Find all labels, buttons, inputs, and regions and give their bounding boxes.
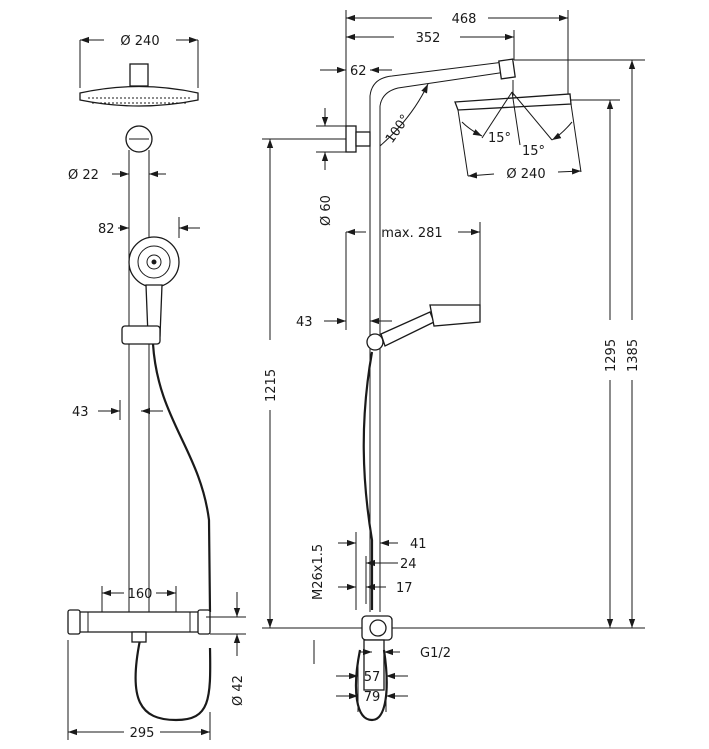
dim-side-height-bracket: 1215 (264, 369, 279, 402)
holder-slider-front (121, 325, 161, 345)
wall-bracket-side (345, 125, 357, 153)
dim-side-bracket-diameter: Ø 60 (319, 195, 334, 226)
dim-side-tilt-right: 15° (522, 144, 545, 159)
dim-front-bar-offset: 43 (72, 405, 89, 420)
dim-side-wall-distance: 62 (350, 64, 367, 79)
dim-side-height-head: 1295 (604, 339, 619, 372)
thermostat-front (67, 609, 211, 643)
dim-front-outlet-diameter: Ø 42 (231, 675, 246, 706)
head-connector (129, 63, 149, 87)
dim-front-hand-width: 82 (98, 222, 115, 237)
hose-front (151, 343, 212, 613)
dim-side-inlet-thread: G1/2 (420, 646, 451, 661)
dim-front-valve-spacing: 160 (128, 587, 153, 602)
hose-side (362, 351, 374, 610)
hand-shower-front (128, 236, 180, 337)
front-view: Ø 240 Ø 22 82 43 160 Ø 42 295 (67, 34, 246, 741)
thermostat-side (354, 615, 393, 722)
dim-side-dim-41: 41 (410, 537, 427, 552)
dim-side-connection-thread: M26x1.5 (311, 544, 326, 600)
dim-side-arm-length: 352 (416, 31, 441, 46)
side-view: 468 352 62 100° 15° 15° Ø 240 Ø 60 (262, 10, 645, 722)
dim-side-head-diameter: Ø 240 (506, 167, 545, 182)
dim-side-dim-17: 17 (396, 581, 413, 596)
dim-side-holder-offset: 43 (296, 315, 313, 330)
hand-shower-side (366, 304, 481, 351)
dim-side-dim-79: 79 (364, 690, 381, 705)
dim-side-reach: 468 (452, 12, 477, 27)
dim-front-overall-width: 295 (130, 726, 155, 741)
dim-side-arm-angle: 100° (383, 112, 413, 146)
dim-front-pipe-diameter: Ø 22 (68, 168, 99, 183)
dim-front-head-diameter: Ø 240 (120, 34, 159, 49)
dim-side-dim-57: 57 (364, 670, 381, 685)
dim-side-hand-arm-max: max. 281 (381, 226, 442, 241)
arm-joint (498, 58, 516, 80)
dim-side-tilt-left: 15° (488, 131, 511, 146)
dim-side-overall-height: 1385 (626, 339, 641, 372)
dim-side-dim-24: 24 (400, 557, 417, 572)
rain-shower-head-front (79, 85, 199, 107)
